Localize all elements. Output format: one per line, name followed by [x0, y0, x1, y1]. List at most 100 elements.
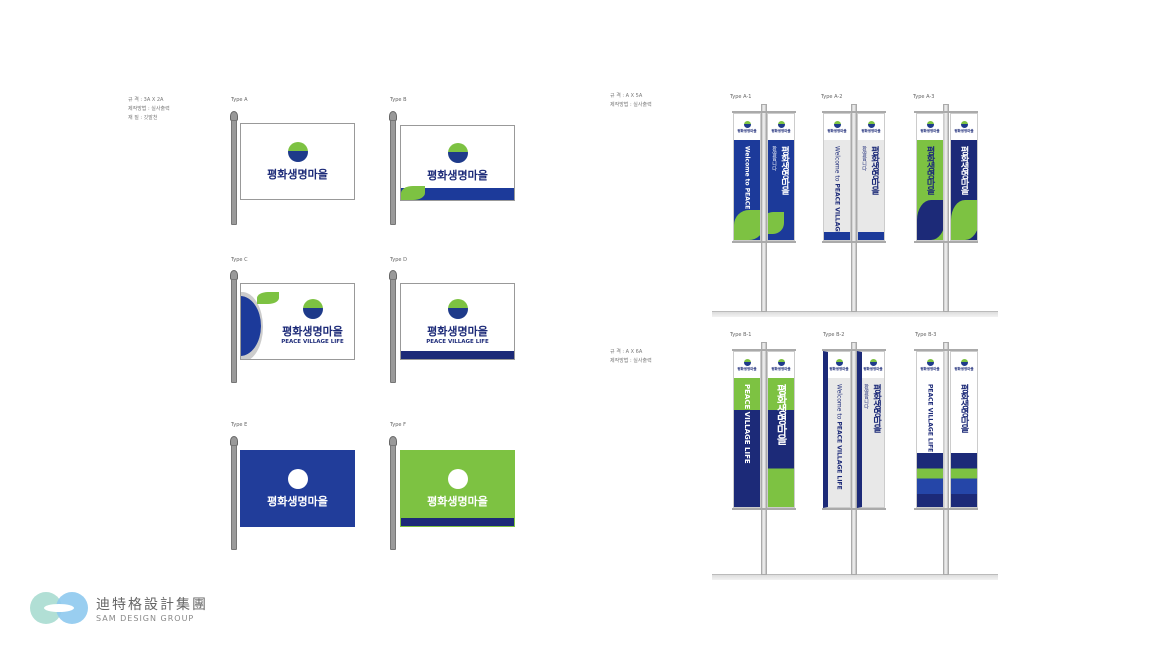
logo-icon	[287, 141, 308, 162]
brand-name: 평화생명마을	[427, 324, 488, 338]
tagline: PEACE VILLAGE LIFE	[426, 338, 489, 345]
logo-icon	[833, 120, 841, 128]
banner-arm	[914, 111, 978, 113]
logo-icon	[960, 358, 968, 366]
brand-name: 평화생명마을	[282, 324, 343, 338]
blue-band	[401, 518, 514, 526]
type-label: Type B-3	[915, 332, 937, 338]
leaf-graphic	[257, 292, 279, 304]
spec-method: 제작방법 : 실사출력	[128, 106, 170, 112]
brand-name-vertical: 평화생명마을	[958, 146, 969, 194]
banner-right: 평화생명마을 평화생명마을	[950, 113, 978, 241]
logo-icon	[960, 120, 968, 128]
logo-icon	[743, 358, 751, 366]
logo-icon	[835, 358, 843, 366]
tagline-vertical: PEACE VILLAGE LIFE	[743, 384, 751, 464]
brand-name-vertical: 평화생명마을	[869, 146, 879, 194]
logo-icon	[447, 298, 468, 319]
type-label: Type A-2	[821, 94, 843, 100]
brand-name: 평화생명마을	[920, 128, 940, 133]
logo-icon	[777, 358, 785, 366]
logo-icon	[869, 358, 877, 366]
brand-name: 평화생명마을	[737, 366, 757, 371]
blue-band	[401, 188, 514, 200]
welcome-ko: 환영합니다	[861, 146, 867, 171]
flag: 평화생명마을	[240, 123, 355, 200]
type-label: Type B	[390, 97, 407, 103]
brand-name: 평화생명마을	[954, 128, 974, 133]
type-label: Type B-2	[823, 332, 845, 338]
type-label: Type B-1	[730, 332, 752, 338]
tagline: PEACE VILLAGE LIFE	[281, 338, 344, 345]
banner-arm	[822, 111, 886, 113]
logo-icon	[302, 298, 323, 319]
banner-arm	[732, 241, 796, 243]
type-label: Type A-3	[913, 94, 935, 100]
blue-band	[401, 351, 514, 359]
logo-icon	[926, 120, 934, 128]
banner-arm	[822, 241, 886, 243]
flag-pole	[231, 120, 237, 225]
spec-size: 규 격 : A X 5A	[610, 93, 643, 99]
banner-right: 평화생명마을 평화생명마을	[767, 351, 795, 508]
brand-name: 평화생명마을	[427, 169, 488, 182]
banner-left: 평화생명마을 Welcome to PEACE VILLAGE LIFE	[823, 351, 851, 508]
banner-left: 평화생명마을 Welcome to PEACE VILLAGE LIFE	[733, 113, 761, 241]
flag-spec: 규 격 : 3A X 2A 제작방법 : 실사출력 재 질 : 깃발천	[128, 96, 170, 123]
flag-pole	[390, 120, 396, 225]
banner-b-spec: 규 격 : A X 6A 제작방법 : 실사출력	[610, 348, 652, 366]
logo-icon	[867, 120, 875, 128]
banner-arm	[914, 241, 978, 243]
welcome-text: Welcome to PEACE VILLAGE LIFE	[835, 384, 843, 490]
brand-name: 평화생명마을	[267, 494, 328, 508]
spec-material: 재 질 : 깃발천	[128, 115, 158, 121]
spec-size: 규 격 : A X 6A	[610, 349, 643, 355]
tagline-vertical: PEACE VILLAGE LIFE	[926, 384, 934, 453]
brand-name: 평화생명마을	[267, 167, 328, 181]
banner-left: 평화생명마을 PEACE VILLAGE LIFE	[916, 351, 944, 508]
street-pole	[761, 342, 767, 575]
welcome-ko: 환영합니다	[863, 384, 869, 409]
spec-method: 제작방법 : 실사출력	[610, 102, 652, 108]
banner-left: 평화생명마을 PEACE VILLAGE LIFE	[733, 351, 761, 508]
brand-name: 평화생명마을	[771, 128, 791, 133]
flag: 평화생명마을	[400, 450, 515, 527]
type-label: Type D	[390, 257, 407, 263]
company-logo: 迪特格設計集團 SAM DESIGN GROUP	[30, 592, 208, 624]
banner-arm	[822, 349, 886, 351]
company-name-cn: 迪特格設計集團	[96, 596, 208, 613]
type-label: Type C	[231, 257, 248, 263]
logo-icon	[287, 468, 308, 489]
blue-curve	[241, 296, 261, 356]
banner-arm	[822, 508, 886, 510]
brand-name-vertical: 평화생명마을	[958, 384, 969, 432]
brand-name: 평화생명마을	[827, 128, 847, 133]
company-logo-icon	[30, 592, 88, 624]
type-label: Type A	[231, 97, 248, 103]
brand-name-vertical: 평화생명마을	[871, 384, 881, 432]
flag: 평화생명마을 PEACE VILLAGE LIFE	[400, 283, 515, 360]
logo-icon	[743, 120, 751, 128]
brand-name: 평화생명마을	[427, 494, 488, 508]
flag-pole	[231, 445, 237, 550]
type-label: Type E	[231, 422, 248, 428]
banner-left: 평화생명마을 평화생명마을	[916, 113, 944, 241]
spec-method: 제작방법 : 실사출력	[610, 358, 652, 364]
company-name-en: SAM DESIGN GROUP	[96, 613, 195, 623]
flag-pole	[390, 445, 396, 550]
street-pole	[761, 104, 767, 312]
street-pole	[851, 342, 857, 575]
logo-icon	[926, 358, 934, 366]
banner-arm	[732, 111, 796, 113]
welcome-ko: 환영합니다	[771, 146, 777, 171]
brand-name-vertical: 평화생명마을	[924, 146, 935, 194]
banner-arm	[914, 349, 978, 351]
brand-name: 평화생명마을	[771, 366, 791, 371]
banner-left: 평화생명마을 Welcome to PEACE VILLAGE LIFE	[823, 113, 851, 241]
flag: 평화생명마을	[400, 125, 515, 201]
spec-size: 규 격 : 3A X 2A	[128, 97, 164, 103]
banner-arm	[914, 508, 978, 510]
type-label: Type A-1	[730, 94, 752, 100]
